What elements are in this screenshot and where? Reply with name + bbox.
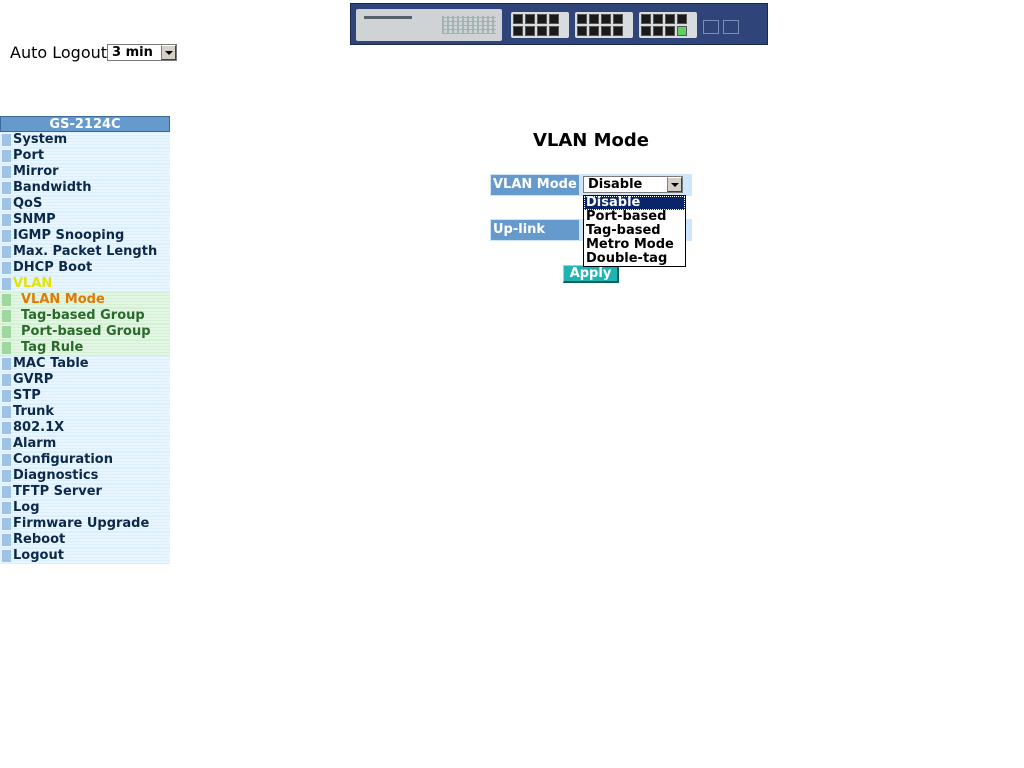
page-title: VLAN Mode (532, 130, 650, 151)
sidebar-item-diagnostics[interactable]: Diagnostics (0, 468, 170, 484)
faceplate-leds (442, 16, 496, 34)
sidebar-item-qos[interactable]: QoS (0, 196, 170, 212)
sidebar-item-trunk[interactable]: Trunk (0, 404, 170, 420)
sidebar-item-8021x[interactable]: 802.1X (0, 420, 170, 436)
sidebar-item-vlan[interactable]: VLAN (0, 276, 170, 292)
sidebar-item-alarm[interactable]: Alarm (0, 436, 170, 452)
sidebar-item-port[interactable]: Port (0, 148, 170, 164)
port-group-3 (639, 12, 697, 38)
sidebar-menu: GS-2124C System Port Mirror Bandwidth Qo… (0, 116, 170, 564)
apply-button[interactable]: Apply (563, 265, 619, 283)
auto-logout-control: Auto Logout 3 min (10, 43, 178, 62)
dropdown-option-double-tag[interactable]: Double-tag (586, 251, 668, 266)
sidebar-item-log[interactable]: Log (0, 500, 170, 516)
vlan-mode-select[interactable]: Disable (583, 176, 683, 193)
sidebar-item-system[interactable]: System (0, 132, 170, 148)
dropdown-option-tag-based[interactable]: Tag-based (586, 223, 661, 238)
sidebar-item-configuration[interactable]: Configuration (0, 452, 170, 468)
sfp-port-1 (703, 20, 719, 34)
sidebar-item-igmp-snooping[interactable]: IGMP Snooping (0, 228, 170, 244)
sidebar-subitem-tag-based-group[interactable]: Tag-based Group (0, 308, 170, 324)
sidebar-item-logout[interactable]: Logout (0, 548, 170, 564)
sidebar-subitem-port-based-group[interactable]: Port-based Group (0, 324, 170, 340)
auto-logout-select[interactable]: 3 min (107, 44, 178, 61)
vlan-mode-label: VLAN Mode (491, 175, 579, 195)
port-group-2 (575, 12, 633, 38)
sidebar-item-dhcp-boot[interactable]: DHCP Boot (0, 260, 170, 276)
sidebar-item-mac-table[interactable]: MAC Table (0, 356, 170, 372)
dropdown-option-metro-mode[interactable]: Metro Mode (586, 237, 674, 252)
vlan-mode-row: VLAN Mode Disable (490, 174, 692, 196)
sidebar-item-mirror[interactable]: Mirror (0, 164, 170, 180)
dropdown-option-disable[interactable]: Disable (584, 196, 685, 210)
faceplate-logo (364, 16, 412, 19)
auto-logout-value: 3 min (112, 45, 153, 60)
sidebar-item-snmp[interactable]: SNMP (0, 212, 170, 228)
port-group-1 (511, 12, 569, 38)
sidebar-subitem-tag-rule[interactable]: Tag Rule (0, 340, 170, 356)
sidebar-item-max-packet-length[interactable]: Max. Packet Length (0, 244, 170, 260)
dropdown-option-port-based[interactable]: Port-based (586, 209, 667, 224)
sidebar-item-reboot[interactable]: Reboot (0, 532, 170, 548)
chevron-down-icon[interactable] (667, 177, 682, 192)
uplink-port-label: Up-link Port (491, 220, 579, 257)
sidebar-item-firmware-upgrade[interactable]: Firmware Upgrade (0, 516, 170, 532)
sidebar-item-tftp-server[interactable]: TFTP Server (0, 484, 170, 500)
switch-faceplate (356, 9, 502, 41)
vlan-mode-dropdown-list[interactable]: Disable Port-based Tag-based Metro Mode … (583, 195, 686, 267)
sidebar-item-stp[interactable]: STP (0, 388, 170, 404)
sidebar-subitem-vlan-mode[interactable]: VLAN Mode (0, 292, 170, 308)
switch-front-panel-image (350, 3, 768, 45)
chevron-down-icon[interactable] (161, 45, 177, 60)
sidebar-item-bandwidth[interactable]: Bandwidth (0, 180, 170, 196)
vlan-mode-value: Disable (588, 177, 643, 192)
sfp-port-2 (723, 20, 739, 34)
sidebar-title: GS-2124C (0, 116, 170, 132)
sidebar-item-gvrp[interactable]: GVRP (0, 372, 170, 388)
auto-logout-label: Auto Logout (10, 43, 108, 62)
